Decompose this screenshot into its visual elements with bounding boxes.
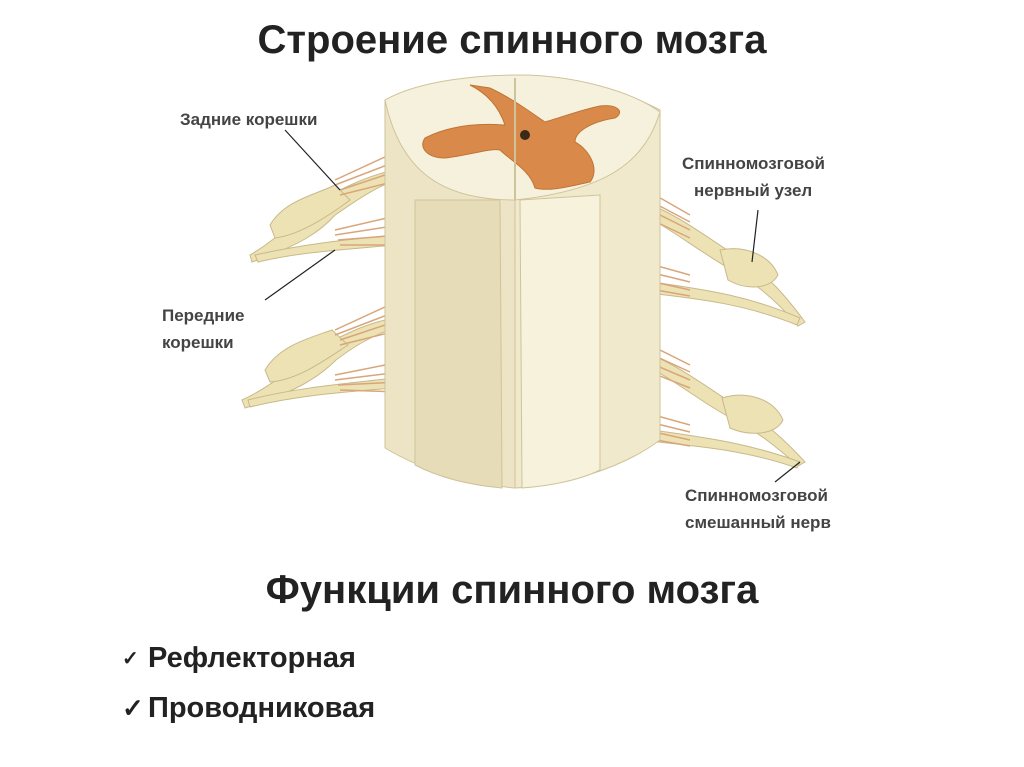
pointer-posterior-roots — [285, 130, 340, 190]
label-anterior-roots: Передние корешки — [162, 302, 244, 356]
label-anterior-roots-line1: Передние — [162, 302, 244, 329]
function-item-conduction-label: Проводниковая — [148, 692, 375, 725]
left-spinal-nerves — [242, 170, 395, 408]
cord-front-right — [520, 195, 600, 488]
label-mixed-nerve-line1: Спинномозговой — [685, 482, 831, 509]
label-ganglion: Спинномозговой нервный узел — [682, 150, 825, 204]
right-lower-ganglion — [722, 395, 783, 433]
label-anterior-roots-line2: корешки — [162, 329, 244, 356]
label-mixed-nerve-line2: смешанный нерв — [685, 509, 831, 536]
right-upper-ganglion — [720, 249, 778, 287]
central-canal — [520, 130, 530, 140]
label-mixed-nerve: Спинномозговой смешанный нерв — [685, 482, 831, 536]
function-item-reflex-label: Рефлекторная — [148, 642, 356, 675]
spinal-cord-body — [385, 75, 660, 488]
label-ganglion-line1: Спинномозговой — [682, 150, 825, 177]
cord-front-left — [415, 200, 502, 488]
checkmark-icon: ✓ — [122, 646, 148, 671]
right-upper-nerve — [640, 200, 805, 326]
label-ganglion-line2: нервный узел — [682, 177, 825, 204]
label-posterior-roots: Задние корешки — [180, 106, 317, 133]
function-item-reflex: ✓ Рефлекторная — [122, 642, 356, 675]
functions-heading: Функции спинного мозга — [0, 568, 1024, 613]
function-item-conduction: ✓ Проводниковая — [122, 692, 375, 725]
label-posterior-roots-text: Задние корешки — [180, 106, 317, 133]
checkmark-icon: ✓ — [122, 693, 148, 724]
right-spinal-nerves — [640, 200, 805, 468]
